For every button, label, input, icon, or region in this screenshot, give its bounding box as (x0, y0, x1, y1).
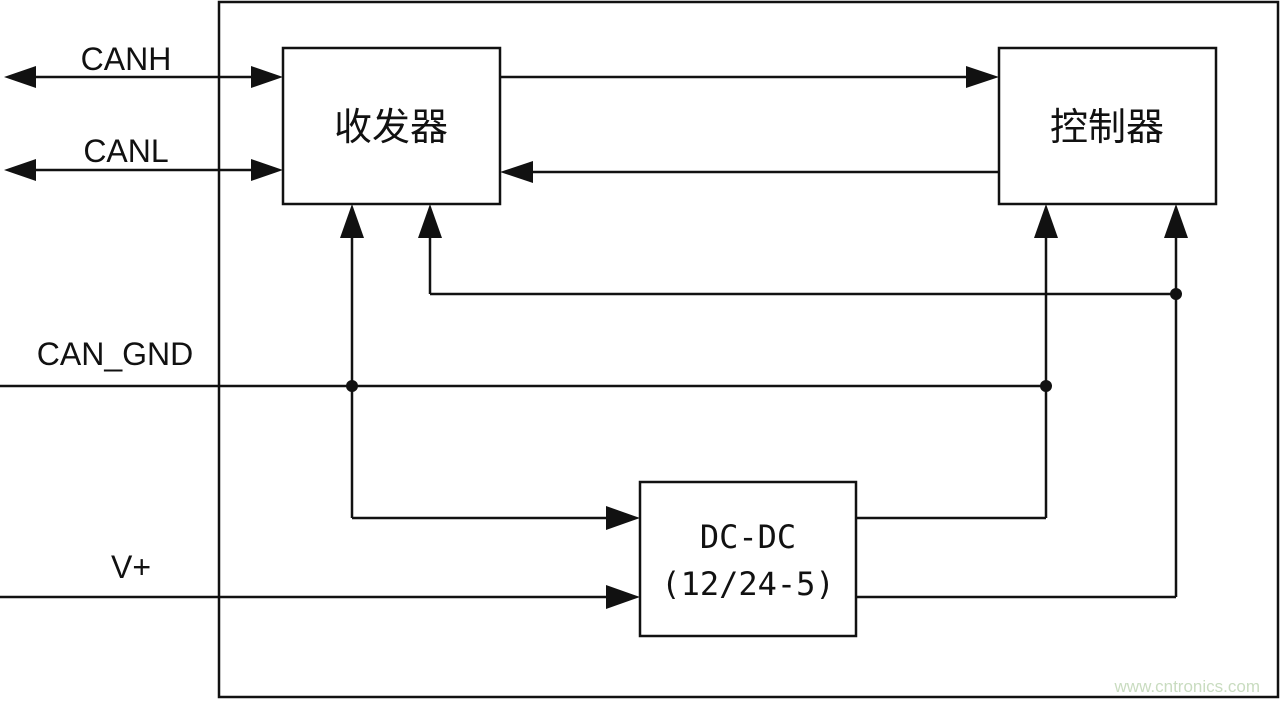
dcdc-block: DC-DC (12/24-5) (638, 480, 858, 638)
gnd-junction-right (1040, 380, 1052, 392)
dcdc-to-controller-vcc-line (856, 204, 1188, 599)
gnd-to-transceiver-and-dcdc (340, 204, 640, 530)
transceiver-gnd-arrowhead (340, 204, 364, 238)
transceiver-label: 收发器 (334, 105, 448, 149)
watermark: www.cntronics.com (1114, 677, 1260, 696)
transceiver-block: 收发器 (281, 46, 502, 206)
dcdc-subtitle: (12/24-5) (661, 565, 834, 603)
transceiver-vcc-arrowhead (418, 204, 442, 238)
controller-block: 控制器 (997, 46, 1218, 206)
canh-right-arrowhead (251, 66, 283, 88)
controller-to-tx-line (500, 161, 999, 183)
controller-to-tx-arrowhead (500, 161, 533, 183)
dcdc-gnd-arrowhead (606, 506, 640, 530)
gnd-junction-left (346, 380, 358, 392)
canl-right-arrowhead (251, 159, 283, 181)
dcdc-to-controller-gnd-line (856, 204, 1058, 520)
can-gnd-label: CAN_GND (37, 336, 193, 372)
v-plus-arrowhead (606, 585, 640, 609)
dcdc-title: DC-DC (700, 518, 796, 556)
canh-bus-line (4, 66, 283, 88)
controller-label: 控制器 (1050, 105, 1164, 149)
controller-vcc-arrowhead (1164, 204, 1188, 238)
canh-label: CANH (81, 41, 172, 77)
v-plus-line (0, 585, 640, 609)
supply-to-transceiver-line (418, 204, 1176, 296)
tx-to-controller-line (500, 66, 999, 88)
controller-gnd-arrowhead (1034, 204, 1058, 238)
canl-bus-line (4, 159, 283, 181)
tx-to-controller-arrowhead (966, 66, 999, 88)
v-plus-label: V+ (111, 549, 151, 585)
canl-label: CANL (83, 133, 168, 169)
canl-left-arrowhead (4, 159, 36, 181)
canh-left-arrowhead (4, 66, 36, 88)
module-enclosure (217, 0, 1280, 699)
